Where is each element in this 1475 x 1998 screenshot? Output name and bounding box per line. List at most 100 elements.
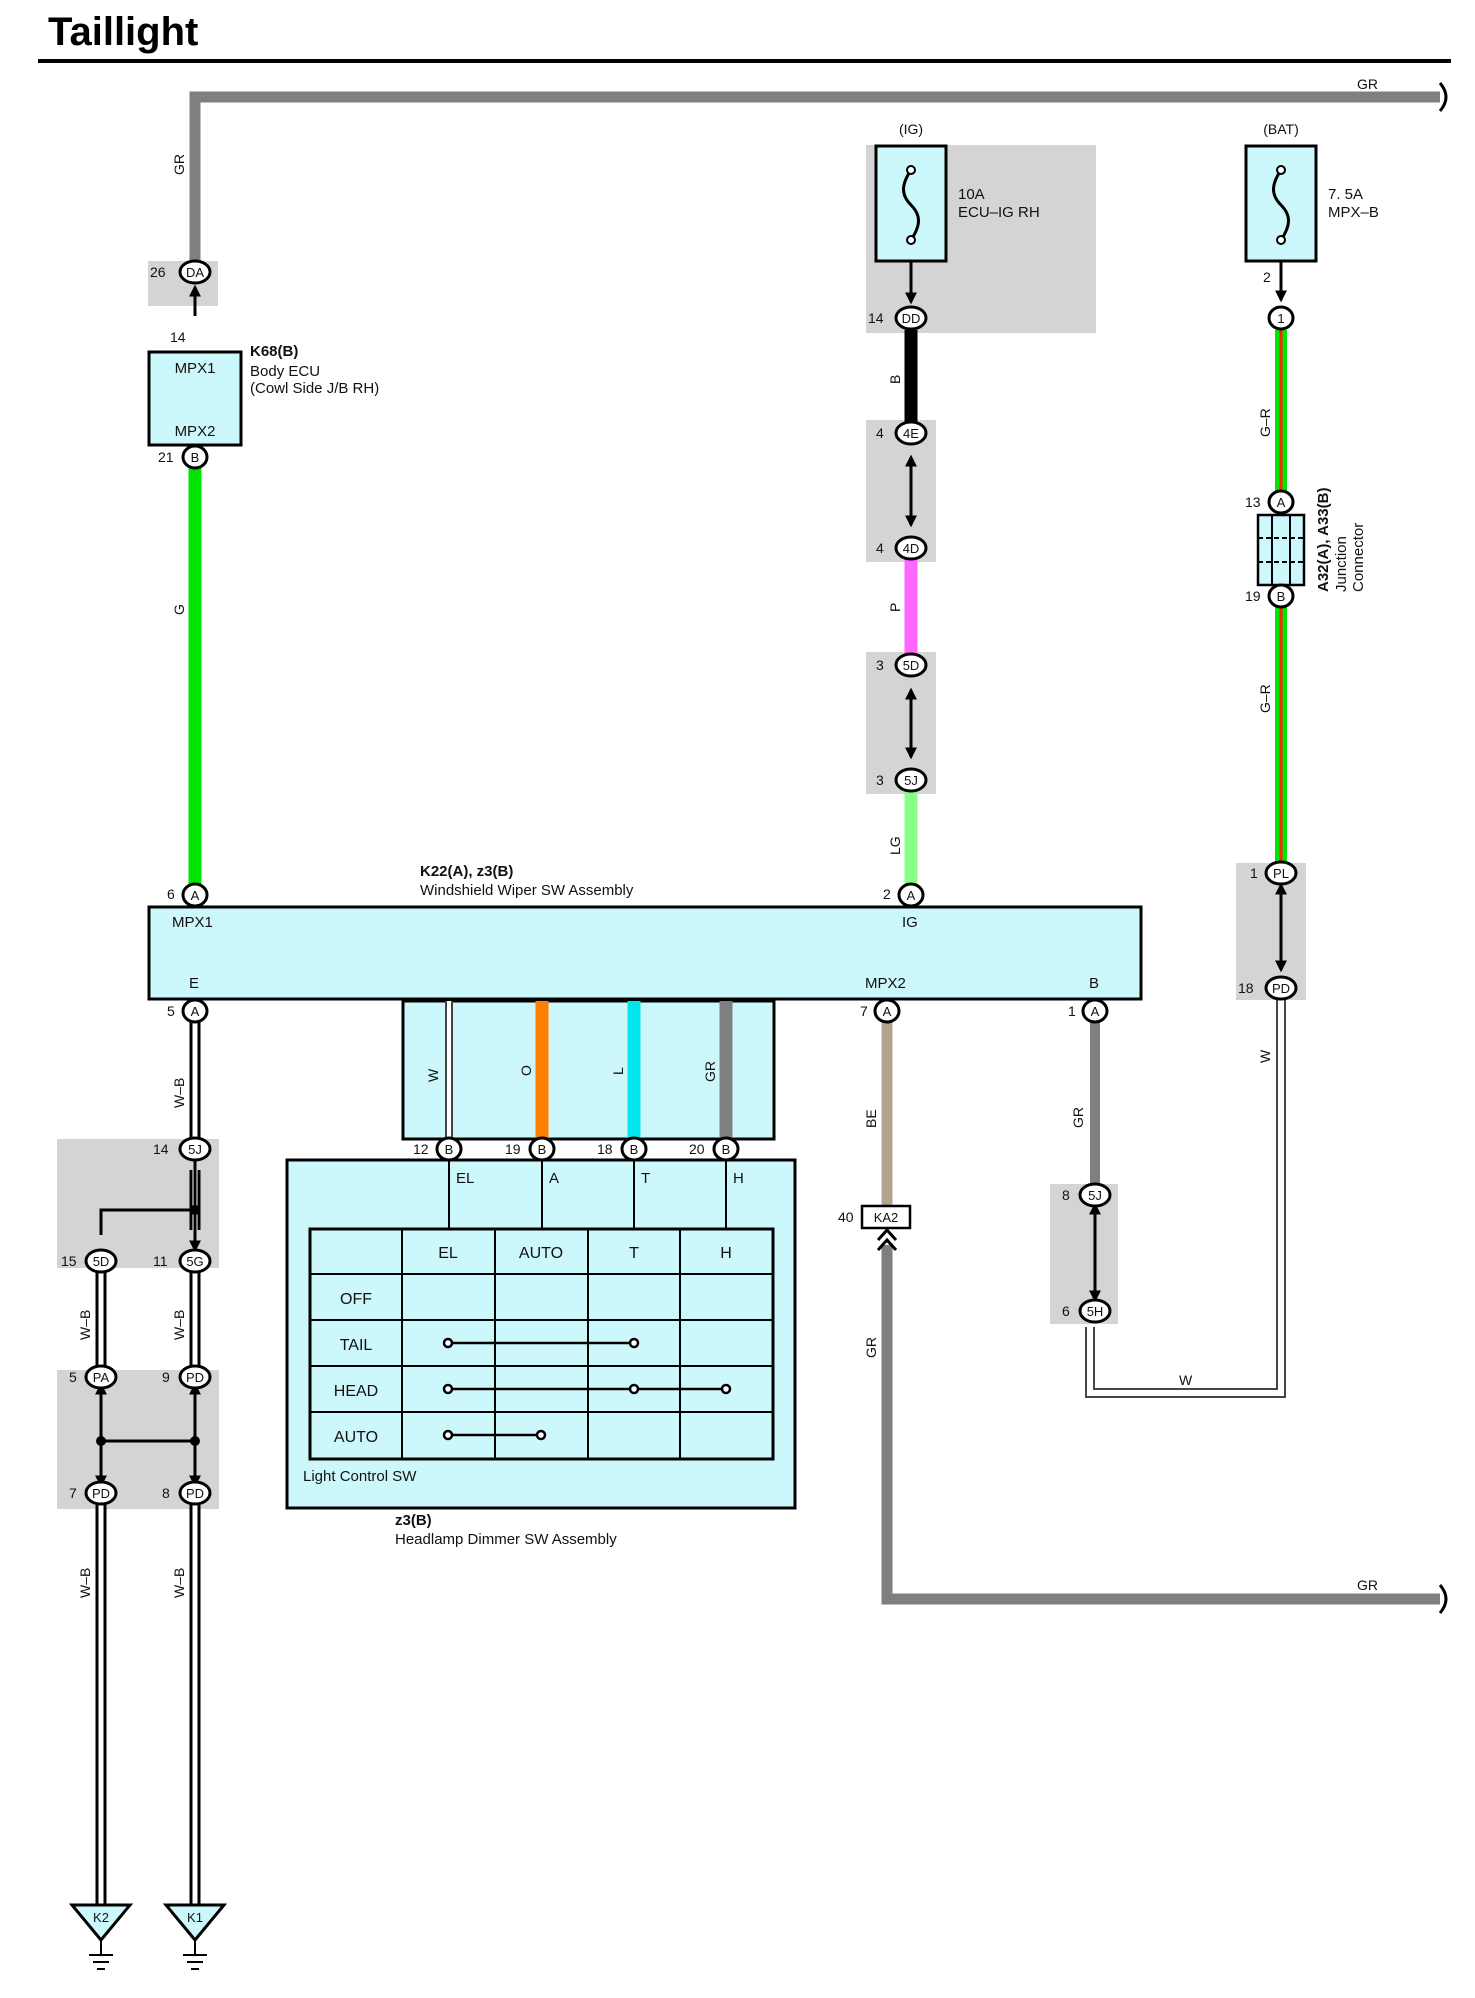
svg-text:5D: 5D xyxy=(903,658,920,673)
svg-text:21: 21 xyxy=(158,449,174,465)
pin-pd8: PD 8 xyxy=(162,1480,212,1506)
svg-text:PD: PD xyxy=(186,1370,204,1385)
body-ecu: MPX1 MPX2 K68(B) Body ECU (Cowl Side J/B… xyxy=(147,343,379,447)
svg-text:2: 2 xyxy=(883,886,891,902)
wire-label: GR xyxy=(171,154,187,175)
svg-text:ECU–IG RH: ECU–IG RH xyxy=(958,204,1040,221)
table-header: AUTO xyxy=(519,1245,563,1262)
pin-pd18: PD 18 xyxy=(1238,975,1298,1001)
svg-text:5: 5 xyxy=(69,1369,77,1385)
svg-text:18: 18 xyxy=(1238,980,1254,996)
svg-text:20: 20 xyxy=(689,1141,705,1157)
pin-w5: A5 xyxy=(167,998,209,1024)
svg-text:5D: 5D xyxy=(93,1254,110,1269)
wire-label: W–B xyxy=(77,1568,93,1598)
svg-text:3: 3 xyxy=(876,657,884,673)
pin-num: 14 xyxy=(170,329,186,345)
pin-pl: PL1 xyxy=(1250,860,1298,886)
svg-text:(Cowl Side J/B RH): (Cowl Side J/B RH) xyxy=(250,380,379,397)
svg-text:(BAT): (BAT) xyxy=(1263,121,1299,137)
svg-text:6: 6 xyxy=(1062,1303,1070,1319)
svg-text:B: B xyxy=(630,1142,639,1157)
svg-text:K1: K1 xyxy=(187,1910,203,1925)
svg-text:DA: DA xyxy=(186,265,204,280)
title-rule xyxy=(38,59,1451,63)
svg-text:5J: 5J xyxy=(904,773,918,788)
junction-connector: A32(A), A33(B) Junction Connector xyxy=(1256,488,1367,592)
svg-text:5J: 5J xyxy=(188,1142,202,1157)
svg-text:B: B xyxy=(722,1142,731,1157)
svg-text:14: 14 xyxy=(868,310,884,326)
svg-text:Light Control SW: Light Control SW xyxy=(303,1468,417,1485)
wire-label: W xyxy=(1257,1049,1273,1063)
svg-text:A: A xyxy=(1091,1004,1100,1019)
fuse-bat: (BAT) 7. 5A MPX–B xyxy=(1244,121,1379,263)
wire-label: W–B xyxy=(171,1568,187,1598)
pin-w2: A2 xyxy=(883,882,925,908)
svg-text:2: 2 xyxy=(1263,269,1271,285)
svg-text:MPX2: MPX2 xyxy=(175,423,216,440)
svg-text:12: 12 xyxy=(413,1141,429,1157)
table-row-label: HEAD xyxy=(334,1383,378,1400)
table-row-label: TAIL xyxy=(340,1337,373,1354)
pin-w1: A1 xyxy=(1068,998,1109,1024)
table-row-label: AUTO xyxy=(334,1429,378,1446)
svg-text:MPX–B: MPX–B xyxy=(1328,204,1379,221)
svg-text:B: B xyxy=(1089,975,1099,992)
wire-label: L xyxy=(610,1067,626,1075)
table-row-label: OFF xyxy=(340,1291,372,1308)
fuse-ig: (IG) 10A ECU–IG RH xyxy=(874,121,1040,263)
pin-d18: B18 xyxy=(597,1136,648,1162)
ground-k2: K2 xyxy=(68,1903,134,1970)
wire-label: GR xyxy=(702,1061,718,1082)
svg-text:MPX1: MPX1 xyxy=(172,914,213,931)
pin-5j8: 5J8 xyxy=(1062,1182,1112,1208)
svg-text:Windshield Wiper SW Assembly: Windshield Wiper SW Assembly xyxy=(420,882,634,899)
svg-text:8: 8 xyxy=(162,1485,170,1501)
svg-text:5: 5 xyxy=(167,1003,175,1019)
pin-d12: B12 xyxy=(413,1136,463,1162)
svg-text:PD: PD xyxy=(92,1486,110,1501)
svg-text:A: A xyxy=(1277,495,1286,510)
pin-ecu21: B21 xyxy=(158,444,209,470)
pin-d20: B 20 xyxy=(689,1136,740,1162)
svg-text:1: 1 xyxy=(1277,311,1284,326)
svg-text:Headlamp Dimmer SW Assembly: Headlamp Dimmer SW Assembly xyxy=(395,1531,617,1548)
svg-text:B: B xyxy=(538,1142,547,1157)
pin-pd7: PD7 xyxy=(69,1480,118,1506)
table-header: H xyxy=(720,1245,732,1262)
pin-5h6: 5H6 xyxy=(1062,1298,1112,1324)
svg-text:MPX2: MPX2 xyxy=(865,975,906,992)
svg-text:A: A xyxy=(883,1004,892,1019)
svg-text:Connector: Connector xyxy=(1350,523,1367,592)
svg-text:B: B xyxy=(1277,589,1286,604)
svg-text:7: 7 xyxy=(860,1003,868,1019)
svg-text:19: 19 xyxy=(505,1141,521,1157)
page-title: Taillight xyxy=(48,10,199,54)
svg-text:4E: 4E xyxy=(903,426,919,441)
table-header: T xyxy=(629,1245,639,1262)
pin-5j14: 5J 14 xyxy=(153,1136,212,1162)
svg-text:PD: PD xyxy=(186,1486,204,1501)
ground-k1: K1 xyxy=(162,1903,228,1970)
svg-text:26: 26 xyxy=(150,264,166,280)
svg-text:PD: PD xyxy=(1272,981,1290,996)
svg-text:K22(A), z3(B): K22(A), z3(B) xyxy=(420,863,513,880)
wire-label: W–B xyxy=(171,1078,187,1108)
svg-text:7. 5A: 7. 5A xyxy=(1328,186,1363,203)
wire-label: W xyxy=(425,1068,441,1082)
svg-text:10A: 10A xyxy=(958,186,985,203)
light-control-table: EL AUTO T H OFF TAIL HEAD AUTO xyxy=(308,1227,775,1461)
svg-text:K2: K2 xyxy=(93,1910,109,1925)
svg-text:14: 14 xyxy=(153,1141,169,1157)
svg-text:(IG): (IG) xyxy=(899,121,923,137)
svg-text:A: A xyxy=(191,888,200,903)
ka2-connector: KA2 40 xyxy=(838,1204,912,1230)
svg-text:3: 3 xyxy=(876,772,884,788)
wires xyxy=(95,82,1448,1918)
svg-text:5J: 5J xyxy=(1088,1188,1102,1203)
pin-j13: A13 xyxy=(1245,489,1295,515)
wire-label: GR xyxy=(863,1337,879,1358)
